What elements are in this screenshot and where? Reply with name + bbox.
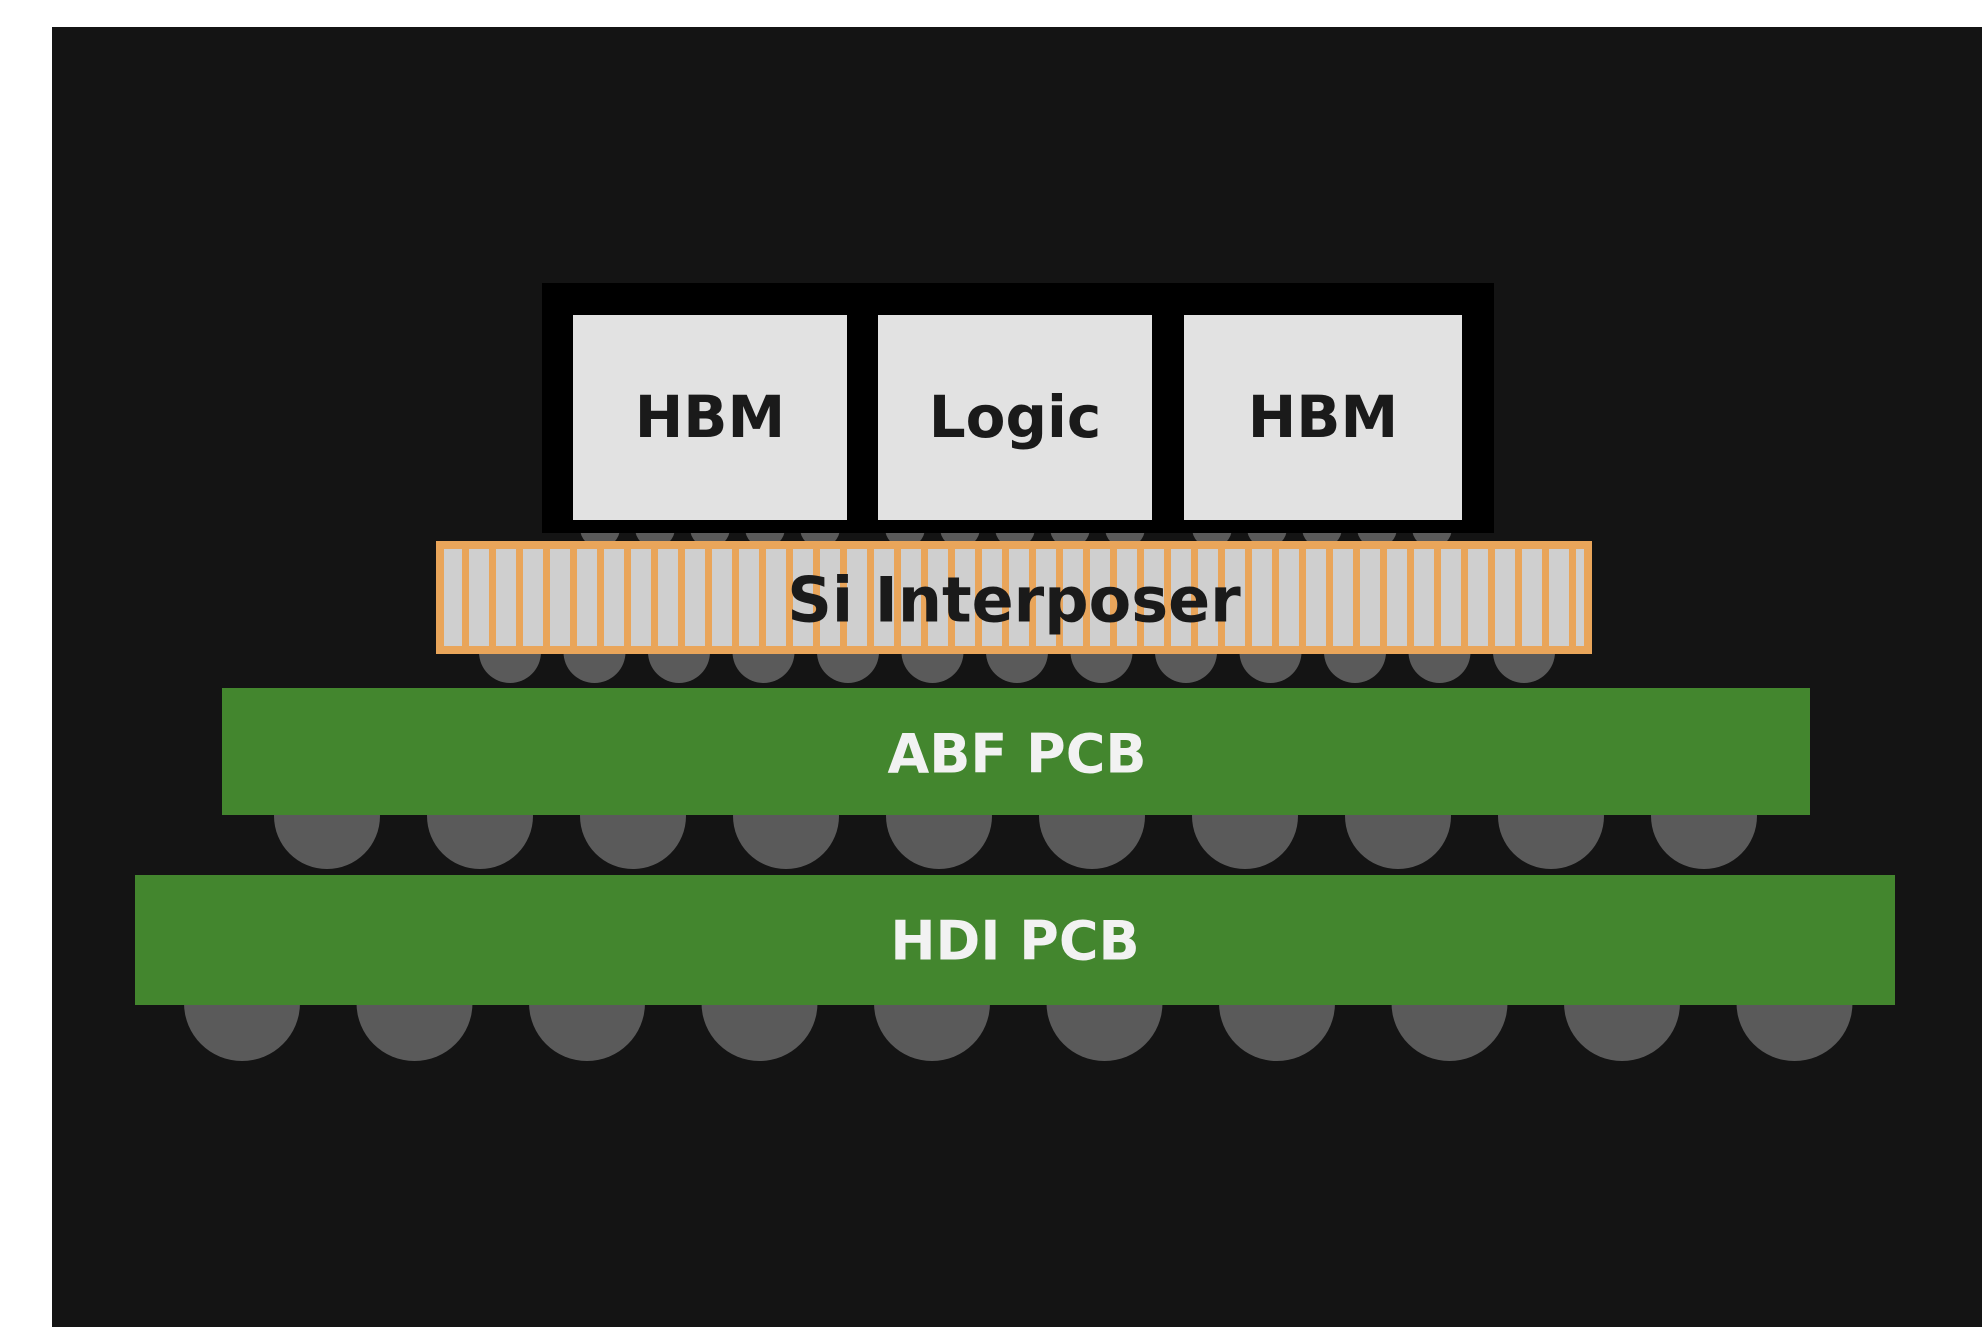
die-hbm-right: HBM: [1184, 315, 1462, 520]
tsv-via: [813, 549, 820, 646]
si-interposer-layer: Si Interposer: [436, 541, 1592, 654]
tsv-via: [786, 549, 793, 646]
tsv-via: [678, 549, 685, 646]
tsv-via: [732, 549, 739, 646]
tsv-via: [1002, 549, 1009, 646]
tsv-via: [1083, 549, 1090, 646]
abf-pcb-label: ABF PCB: [887, 723, 1146, 786]
tsv-via: [651, 549, 658, 646]
tsv-via: [921, 549, 928, 646]
tsv-via: [1407, 549, 1414, 646]
tsv-via: [1218, 549, 1225, 646]
tsv-via: [1461, 549, 1468, 646]
hbm-right-die: [1184, 315, 1462, 520]
tsv-via: [867, 549, 874, 646]
tsv-via: [705, 549, 712, 646]
tsv-via: [1353, 549, 1360, 646]
tsv-via: [1056, 549, 1063, 646]
tsv-via: [624, 549, 631, 646]
tsv-via: [1380, 549, 1387, 646]
tsv-via: [840, 549, 847, 646]
die-hbm-left: HBM: [573, 315, 847, 520]
die-stack: HBM Logic HBM: [542, 283, 1494, 533]
abf-pcb-substrate: [222, 688, 1810, 815]
die-logic: Logic: [878, 315, 1152, 520]
tsv-via: [570, 549, 577, 646]
abf-pcb-layer: ABF PCB: [222, 688, 1810, 815]
tsv-via: [1515, 549, 1522, 646]
si-interposer-label: Si Interposer: [787, 564, 1241, 637]
tsv-via: [1326, 549, 1333, 646]
tsv-via: [1164, 549, 1171, 646]
tsv-via: [1245, 549, 1252, 646]
tsv-via: [1488, 549, 1495, 646]
tsv-via: [975, 549, 982, 646]
tsv-via: [1272, 549, 1279, 646]
tsv-via: [894, 549, 901, 646]
tsv-via: [516, 549, 523, 646]
tsv-via: [1137, 549, 1144, 646]
hbm-left-label: HBM: [635, 383, 785, 451]
hdi-pcb-label: HDI PCB: [890, 910, 1139, 973]
tsv-via: [1029, 549, 1036, 646]
logic-die: [878, 315, 1152, 520]
tsv-via: [543, 549, 550, 646]
tsv-via: [1110, 549, 1117, 646]
hdi-pcb-layer: HDI PCB: [135, 875, 1895, 1005]
tsv-via: [759, 549, 766, 646]
tsv-via: [1191, 549, 1198, 646]
si-interposer: [436, 541, 1592, 654]
hdi-pcb-board: [135, 875, 1895, 1005]
tsv-via: [1434, 549, 1441, 646]
hbm-right-label: HBM: [1248, 383, 1398, 451]
tsv-via: [1542, 549, 1549, 646]
tsv-via: [948, 549, 955, 646]
logic-label: Logic: [929, 383, 1102, 451]
tsv-via: [1569, 549, 1576, 646]
tsv-via: [462, 549, 469, 646]
tsv-via: [1299, 549, 1306, 646]
hbm-left-die: [573, 315, 847, 520]
tsv-via: [489, 549, 496, 646]
tsv-via: [597, 549, 604, 646]
interposer-through-silicon-vias: [462, 549, 1576, 646]
